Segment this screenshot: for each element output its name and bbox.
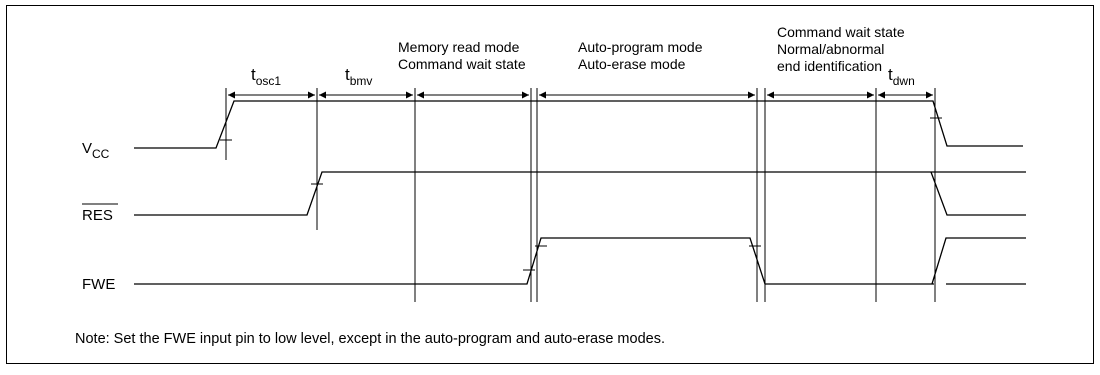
auto-erase-mode-label: Auto-erase mode xyxy=(578,56,686,72)
vcc-waveform xyxy=(134,100,1023,149)
normal-abnormal-label: Normal/abnormal xyxy=(777,41,884,57)
note-text: Note: Set the FWE input pin to low level… xyxy=(75,331,665,347)
tdwn-label: tdwn xyxy=(888,65,915,88)
memory-read-wait-label: Command wait state xyxy=(398,56,526,72)
command-wait-state-label: Command wait state xyxy=(777,24,905,40)
auto-program-mode-label: Auto-program mode xyxy=(578,39,703,55)
tosc1-label: tosc1 xyxy=(251,65,281,88)
res-waveform xyxy=(134,171,1026,216)
memory-read-mode-label: Memory read mode xyxy=(398,39,520,55)
diagram-frame xyxy=(6,5,1094,364)
tbmv-label: tbmv xyxy=(345,65,372,88)
fwe-waveform xyxy=(134,237,1026,285)
end-identification-label: end identification xyxy=(777,58,882,74)
res-label: RES xyxy=(82,207,113,224)
fwe-label: FWE xyxy=(82,276,115,293)
reference-lines xyxy=(225,88,936,302)
vcc-label: VCC xyxy=(82,140,110,161)
